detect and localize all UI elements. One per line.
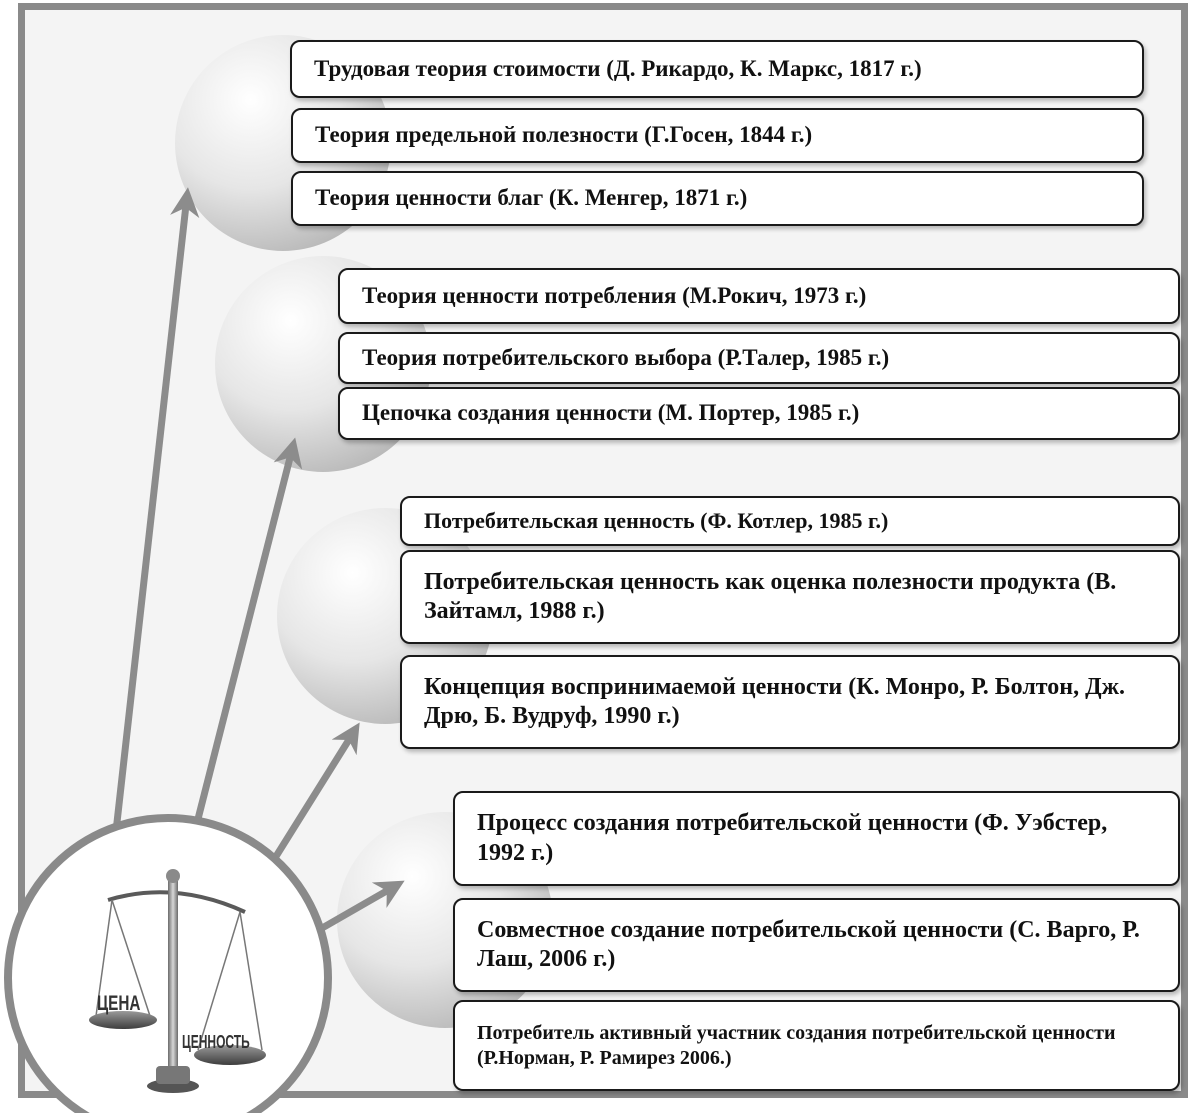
theory-text: Теория ценности благ (К. Менгер, 1871 г.… [315,185,748,211]
theory-text: Потребительская ценность как оценка поле… [424,568,1117,624]
scales-hub: ЦЕНА ЦЕННОСТЬ [4,814,332,1113]
scales-price-label: ЦЕНА [97,990,141,1014]
theory-text: Процесс создания потребительской ценност… [477,810,1108,866]
scales-value-label: ЦЕННОСТЬ [182,1033,250,1053]
theory-box-1-3: Теория ценности благ (К. Менгер, 1871 г.… [291,171,1144,226]
theory-text: Потребительская ценность (Ф. Котлер, 198… [424,507,889,533]
theory-box-4-3: Потребитель активный участник создания п… [453,1000,1180,1091]
theory-box-2-1: Теория ценности потребления (М.Рокич, 19… [338,268,1180,324]
theory-text: Потребитель активный участник создания п… [477,1022,1116,1069]
scales-icon [89,869,266,1093]
theory-box-1-2: Теория предельной полезности (Г.Госен, 1… [291,108,1144,163]
theory-box-3-3: Концепция воспринимаемой ценности (К. Мо… [400,655,1180,749]
arrow-to-group-2 [181,437,303,871]
theory-box-2-3: Цепочка создания ценности (М. Портер, 19… [338,387,1180,440]
theory-text: Теория потребительского выбора (Р.Талер,… [362,344,890,370]
theory-text: Трудовая теория стоимости (Д. Рикардо, К… [314,55,922,81]
theory-box-3-2: Потребительская ценность как оценка поле… [400,550,1180,644]
theory-box-1-1: Трудовая теория стоимости (Д. Рикардо, К… [290,40,1144,98]
theory-text: Теория ценности потребления (М.Рокич, 19… [362,282,867,308]
theory-text: Совместное создание потребительской ценн… [477,916,1140,972]
theory-text: Концепция воспринимаемой ценности (К. Мо… [424,673,1125,729]
theory-text: Теория предельной полезности (Г.Госен, 1… [315,122,813,148]
theory-text: Цепочка создания ценности (М. Портер, 19… [362,400,860,426]
theory-box-2-2: Теория потребительского выбора (Р.Талер,… [338,332,1180,384]
arrow-to-group-1 [106,187,200,886]
theory-box-4-1: Процесс создания потребительской ценност… [453,791,1180,886]
arrow-to-group-4 [308,880,405,939]
theory-box-3-1: Потребительская ценность (Ф. Котлер, 198… [400,496,1180,546]
theory-box-4-2: Совместное создание потребительской ценн… [453,898,1180,992]
